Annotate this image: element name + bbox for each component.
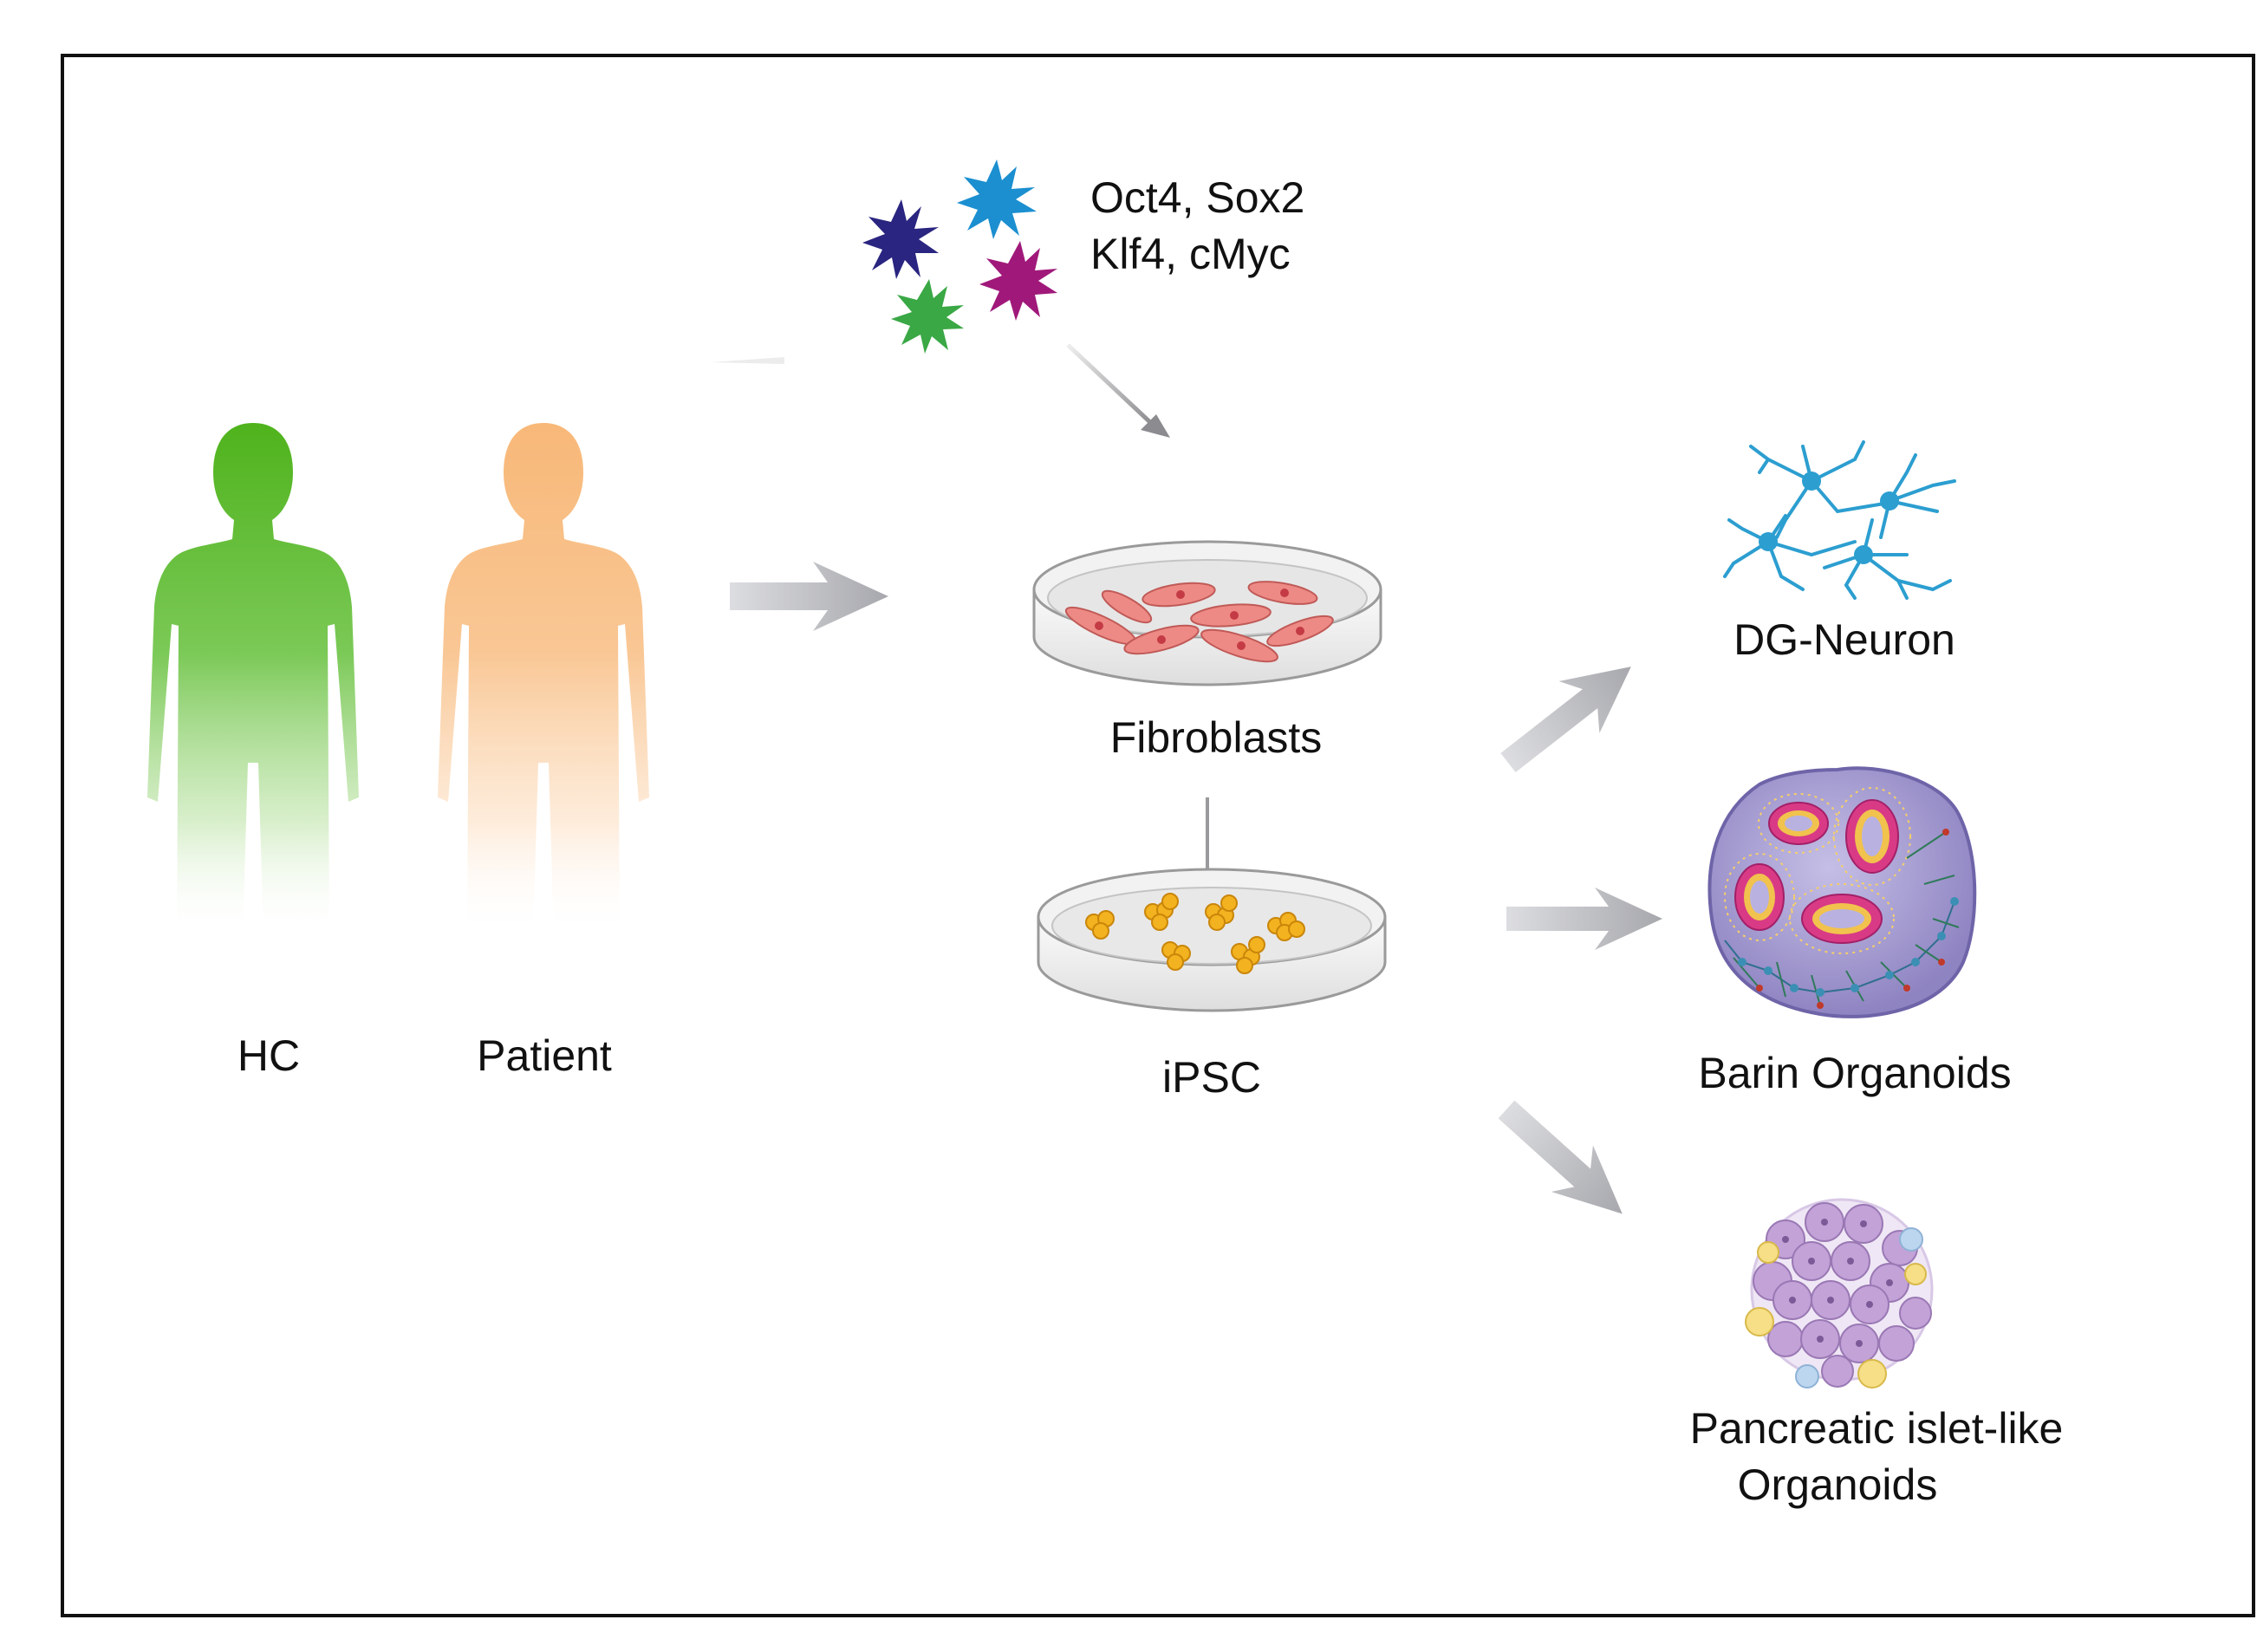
fibroblasts-label: Fibroblasts — [1110, 713, 1323, 762]
islet-organoid-icon — [1745, 1198, 1934, 1389]
arrow-to-brain-organoids — [1506, 888, 1662, 950]
dg-neuron-icon — [1723, 440, 1956, 600]
healthy-control-figure — [147, 423, 359, 936]
reprogramming-factors-icon — [862, 159, 1057, 354]
dg-neuron-label: DG-Neuron — [1733, 615, 1955, 664]
islet-organoids-label-line2: Organoids — [1738, 1460, 1938, 1509]
organoid-neuron-layer — [1724, 829, 1960, 1009]
ipsc-label: iPSC — [1162, 1053, 1261, 1102]
organoid-rosettes — [1724, 787, 1911, 954]
arrow-to-dg-neuron — [1500, 667, 1631, 773]
factors-line-2: Klf4, cMyc — [1090, 230, 1291, 278]
factor-star-green — [891, 279, 964, 354]
ipsc-dish — [1037, 868, 1387, 1012]
factor-star-magenta — [979, 241, 1057, 321]
factors-line-1: Oct4, Sox2 — [1090, 173, 1304, 222]
brain-organoids-label: Barin Organoids — [1698, 1049, 2011, 1097]
patient-figure — [438, 423, 649, 936]
arrow-factors-to-fibroblasts — [1066, 343, 1170, 438]
fibroblast-cells — [1064, 581, 1334, 663]
ipsc-colonies — [1085, 893, 1305, 974]
factor-star-navy — [862, 199, 939, 279]
hc-label: HC — [237, 1031, 300, 1080]
brain-organoid-icon — [1707, 766, 1977, 1018]
faint-streak — [711, 357, 784, 364]
factor-star-blue — [957, 159, 1037, 239]
islet-organoids-label-line1: Pancreatic islet-like — [1690, 1404, 2064, 1453]
arrow-to-fibroblasts — [730, 562, 888, 631]
patient-label: Patient — [477, 1031, 612, 1080]
arrow-to-islet-organoids — [1498, 1100, 1623, 1214]
fibroblast-dish — [1032, 540, 1382, 686]
fibroblast-nuclei — [1095, 589, 1304, 650]
